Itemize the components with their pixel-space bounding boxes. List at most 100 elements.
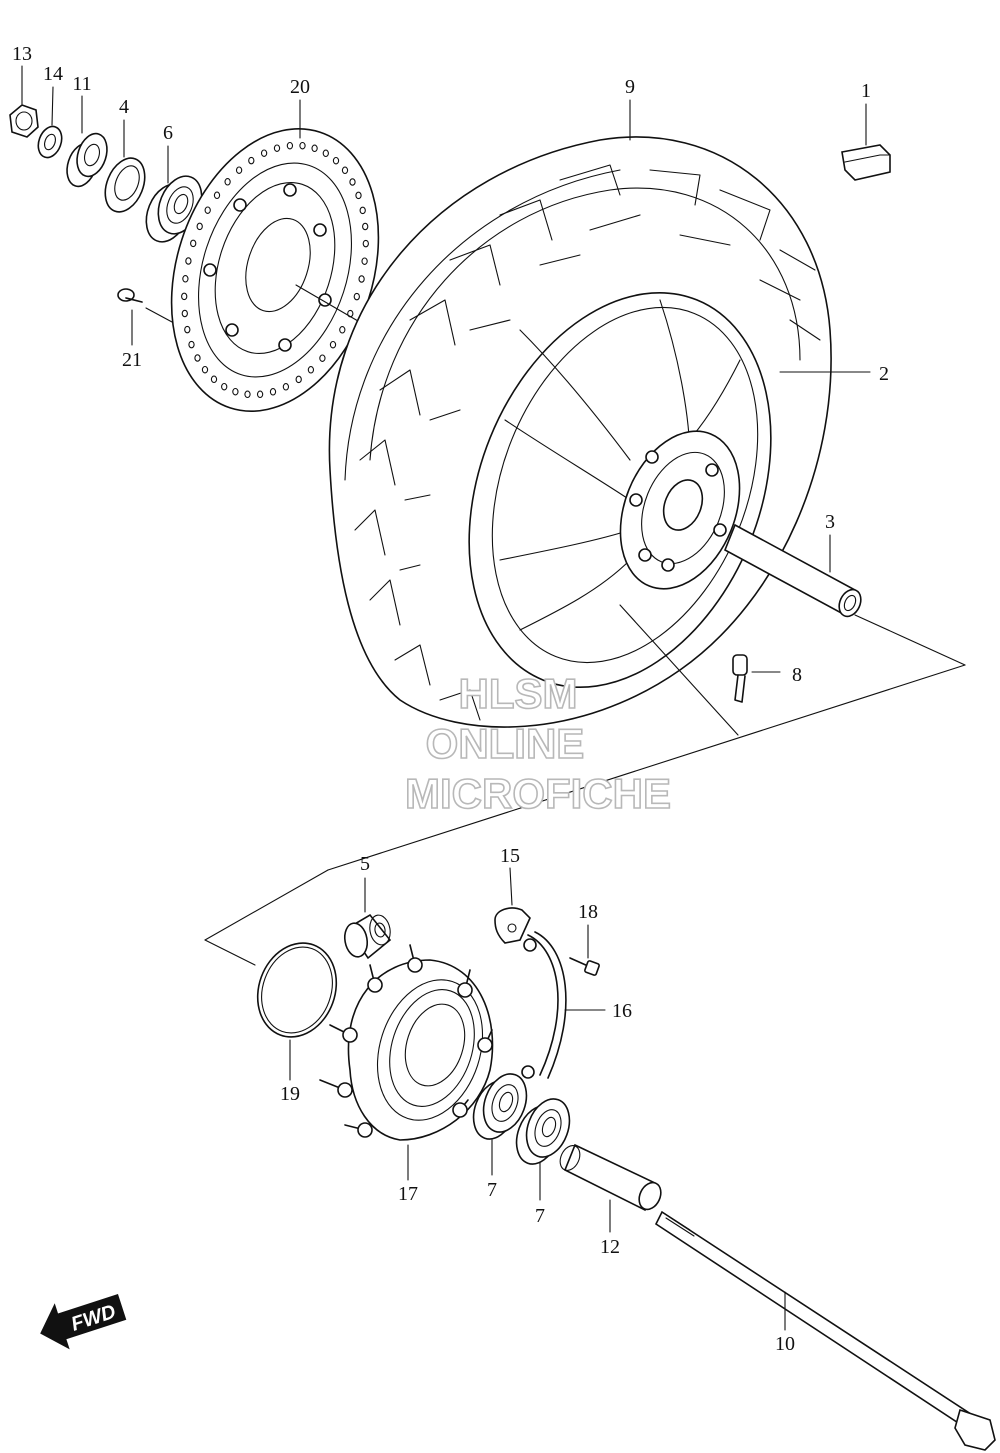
part-17-hub — [319, 944, 494, 1181]
part-7-bearing-b — [515, 1098, 571, 1201]
label-13: 13 — [12, 43, 32, 65]
tread-groove — [449, 244, 501, 286]
disc-hole — [204, 206, 211, 214]
disc-hole — [341, 166, 349, 175]
hub-stud-boss — [367, 977, 383, 993]
disc-hole — [332, 156, 340, 165]
hub-studs — [319, 944, 493, 1138]
disc-hole — [260, 149, 268, 157]
tread-groove — [394, 644, 431, 686]
label-14: 14 — [43, 63, 63, 85]
disc-hole — [188, 340, 195, 349]
tread-groove — [429, 409, 461, 421]
disc-hole — [196, 222, 203, 231]
label-7a: 7 — [487, 1179, 497, 1201]
disc-hole — [213, 191, 221, 200]
label-2: 2 — [879, 363, 889, 385]
disc-hole — [194, 354, 201, 362]
label-20: 20 — [290, 76, 310, 98]
disc-hole — [362, 222, 369, 231]
part-11-collar — [66, 95, 108, 188]
part-19-o-ring — [256, 942, 338, 1081]
disc-hole — [181, 309, 188, 318]
disc-hole — [273, 144, 281, 152]
disc-hole — [322, 149, 329, 158]
label-18: 18 — [578, 901, 598, 923]
disc-hole — [307, 366, 315, 374]
disc-hole — [235, 166, 243, 174]
part-13-nut — [9, 65, 39, 138]
disc-hole — [329, 340, 337, 349]
part-21-disc-bolt — [117, 288, 173, 346]
disc-hole — [299, 141, 306, 150]
part-8-valve — [732, 654, 781, 703]
label-17: 17 — [398, 1183, 418, 1205]
fwd-arrow-icon — [40, 1294, 127, 1350]
tread-groove — [379, 369, 421, 416]
tread-groove — [404, 494, 431, 501]
tread-groove — [559, 164, 621, 196]
hub-stud-boss — [477, 1037, 493, 1053]
disc-hole — [184, 325, 191, 334]
tread-groove — [789, 319, 821, 341]
disc-hole — [282, 383, 290, 391]
disc-hole — [355, 191, 362, 200]
disc-hole — [269, 388, 277, 396]
part-15-lock-washer — [494, 867, 531, 944]
disc-hole — [349, 178, 356, 186]
label-1: 1 — [861, 80, 871, 102]
disc-hole — [353, 292, 360, 301]
tread-groove — [589, 214, 641, 231]
tread-groove — [439, 689, 481, 721]
tread-groove — [469, 319, 511, 331]
disc-hole — [224, 178, 231, 186]
disc-hole — [248, 156, 255, 165]
part-labels: 13 14 11 4 6 20 9 1 2 3 8 21 5 15 18 16 … — [12, 43, 889, 1355]
brake-disc-holes — [181, 141, 369, 399]
disc-hole — [295, 375, 302, 384]
part-12-spacer — [559, 1143, 662, 1233]
fwd-arrow: FWD — [40, 1294, 127, 1350]
label-12: 12 — [600, 1236, 620, 1258]
watermark: HLSM ONLINE MICROFICHE — [404, 669, 672, 818]
disc-hole — [286, 141, 294, 150]
reference-lines — [204, 604, 966, 966]
disc-hole — [190, 239, 197, 248]
disc-bolt-hole — [283, 183, 297, 197]
part-5-collar — [343, 877, 392, 960]
label-21: 21 — [122, 349, 142, 371]
label-6: 6 — [163, 122, 173, 144]
part-1-balancer-weight — [841, 103, 891, 181]
disc-hole — [182, 275, 189, 283]
tread-groove — [354, 509, 386, 556]
disc-hole — [181, 292, 188, 301]
part-3-spacer — [723, 523, 862, 618]
label-9: 9 — [625, 76, 635, 98]
disc-bolt-hole — [225, 323, 239, 337]
disc-hole — [311, 144, 318, 153]
disc-hole — [319, 354, 326, 362]
hub-stud-boss — [457, 982, 473, 998]
disc-bolt-hole — [233, 198, 247, 212]
tread-groove — [679, 234, 731, 246]
label-11: 11 — [72, 73, 91, 95]
tread-groove — [649, 169, 701, 206]
disc-hole — [256, 390, 264, 399]
disc-bolt-hole — [203, 263, 217, 277]
tread-groove — [759, 279, 801, 301]
disc-hole — [358, 275, 365, 283]
label-3: 3 — [825, 511, 835, 533]
label-7b: 7 — [535, 1205, 545, 1227]
tire-tread — [354, 164, 821, 721]
watermark-line-3: MICROFICHE — [405, 770, 671, 817]
disc-hole — [185, 257, 192, 265]
hub-stud-boss — [452, 1102, 468, 1118]
label-5: 5 — [360, 853, 370, 875]
disc-hole — [362, 239, 369, 248]
part-14-washer — [37, 86, 63, 159]
tread-groove — [779, 249, 816, 271]
disc-hole — [244, 390, 251, 399]
disc-hole — [232, 387, 239, 396]
disc-hole — [221, 382, 228, 391]
